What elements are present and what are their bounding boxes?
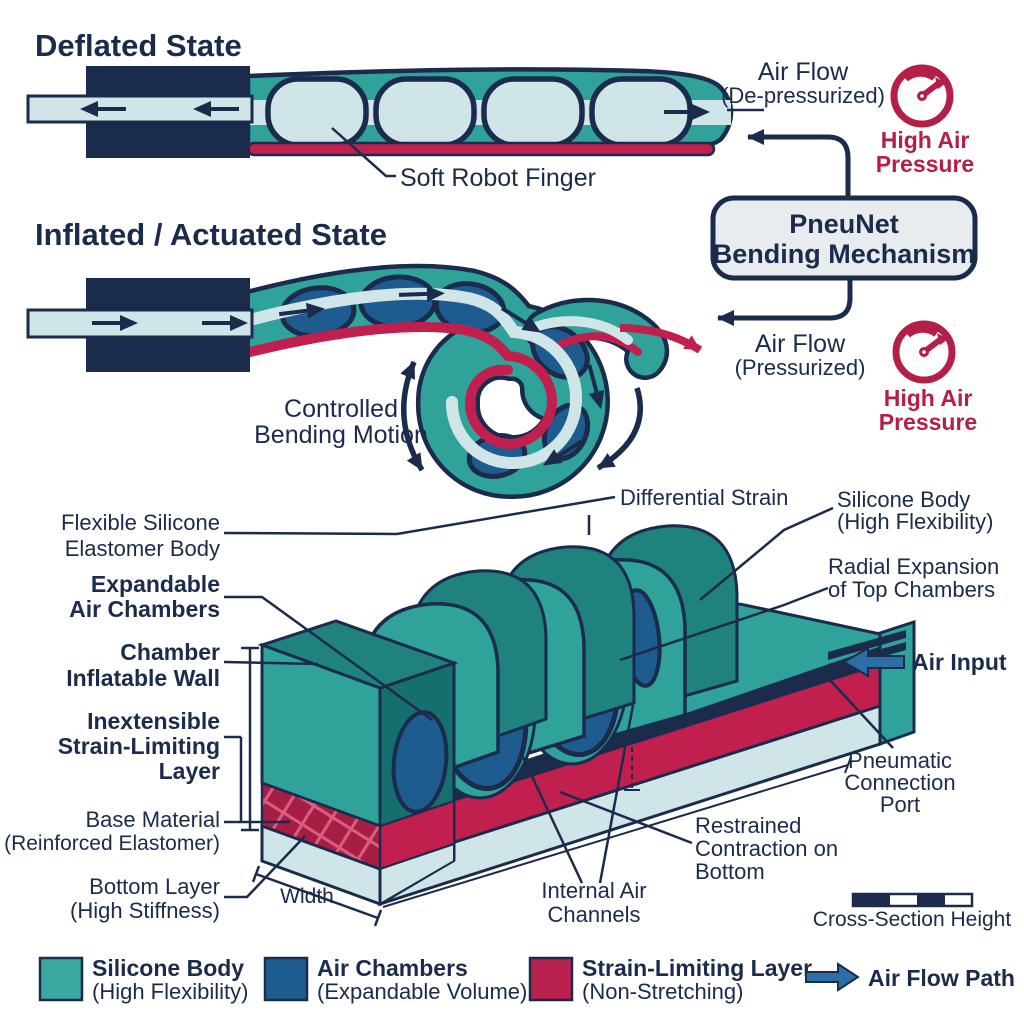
bending-motion-arrow-left — [400, 360, 425, 472]
airflow-subtext: (De-pressurized) — [721, 83, 885, 108]
mechanism-box-subtitle: Bending Mechanism — [713, 239, 976, 269]
tip-strain-layer — [556, 332, 642, 356]
connector-to-deflated — [747, 129, 851, 198]
cross-height-label: Cross-Section Height — [813, 908, 1012, 931]
legend-swatch-silicone — [38, 956, 84, 1002]
block-front-bottom — [260, 823, 382, 907]
pneumatic-port-label: Connection — [844, 770, 955, 795]
legend-airflow-label: Air Flow Path — [868, 965, 1015, 991]
connector-to-inflated — [717, 278, 853, 326]
legend-sublabel: (Non-Stretching) — [582, 979, 743, 1004]
pressure-gauge-icon — [894, 68, 950, 124]
cut-chamber — [391, 710, 449, 814]
cross-section-illustration: Flexible Silicone Elastomer Body Expanda… — [4, 485, 1011, 931]
bottom-layer-label: (High Stiffness) — [70, 898, 220, 923]
mechanism-box-title: PneuNet — [789, 209, 899, 239]
mechanism-box-group: PneuNet Bending Mechanism — [710, 129, 978, 326]
inflated-state-section: Inflated / Actuated State — [26, 217, 977, 499]
inextensible-label: Strain-Limiting — [58, 733, 220, 759]
base-material-label: (Reinforced Elastomer) — [4, 832, 220, 855]
gauge-label: High Air — [881, 127, 970, 153]
inextensible-label: Inextensible — [87, 708, 220, 734]
deflated-title: Deflated State — [35, 28, 242, 63]
chamber-wall-label: Chamber — [120, 639, 220, 665]
pressure-gauge-icon — [896, 324, 952, 380]
inflated-title: Inflated / Actuated State — [35, 217, 387, 252]
tip-air-channel — [523, 316, 633, 345]
gauge-label: High Air — [884, 385, 973, 411]
air-input-label: Air Input — [912, 649, 1007, 675]
deflated-strain-layer — [246, 141, 716, 157]
gauge-label: Pressure — [876, 151, 974, 177]
inflated-finger-illustration — [26, 263, 703, 499]
chamber-wall-label: Inflatable Wall — [66, 665, 220, 691]
airflow-text: Air Flow — [758, 58, 849, 86]
inflated-airflow-label: Air Flow (Pressurized) — [735, 330, 866, 380]
restrained-label: Contraction on — [695, 836, 838, 861]
air-channel-slot — [828, 630, 906, 660]
legend-swatch-strain — [528, 956, 574, 1002]
flexible-body-label: Elastomer Body — [65, 536, 220, 561]
radial-expansion-label: of Top Chambers — [828, 577, 995, 602]
silicone-body-label: Silicone Body — [837, 487, 970, 512]
legend-label: Silicone Body — [92, 955, 244, 981]
inflated-strain-layer — [245, 321, 558, 450]
legend-label: Air Chambers — [317, 955, 468, 981]
deflated-finger-illustration — [26, 66, 764, 178]
airflow-subtext: (Pressurized) — [735, 355, 866, 380]
width-label: Width — [280, 885, 334, 908]
deflated-state-section: Deflated State Soft Robot Finger Air Flo… — [26, 28, 974, 192]
legend-sublabel: (Expandable Volume) — [317, 979, 527, 1004]
legend-label: Strain-Limiting Layer — [582, 955, 812, 981]
base-material-label: Base Material — [85, 807, 220, 832]
high-pressure-indicator-bottom: High Air Pressure — [879, 324, 977, 435]
differential-strain-label: Differential Strain — [620, 485, 788, 510]
finger-label-connector — [331, 127, 396, 178]
legend-sublabel: (High Flexibility) — [92, 979, 248, 1004]
bottom-layer-label: Bottom Layer — [89, 874, 220, 899]
radial-expansion-label: Radial Expansion — [828, 554, 999, 579]
dimension-lines — [239, 646, 852, 927]
restrained-label: Restrained — [695, 813, 801, 838]
inextensible-label: Layer — [159, 758, 220, 784]
internal-channels-label: Internal Air — [541, 878, 646, 903]
cut-block — [257, 619, 459, 907]
bending-motion-arrow-right — [596, 387, 643, 471]
deflated-airflow-label: Air Flow (De-pressurized) — [721, 58, 885, 108]
airflow-path-arrow-icon — [805, 962, 860, 992]
expandable-chambers-label: Expandable — [91, 571, 220, 597]
mechanism-box — [710, 195, 978, 281]
legend: Silicone Body (High Flexibility) Air Cha… — [38, 955, 1015, 1004]
pneumatic-port-label: Pneumatic — [848, 748, 952, 773]
gauge-label: Pressure — [879, 409, 977, 435]
internal-channels-label: Channels — [548, 902, 641, 927]
silicone-body-label: (High Flexibility) — [837, 509, 993, 534]
air-input-arrow — [842, 646, 905, 678]
bending-text: Bending Motion — [254, 421, 428, 449]
legend-swatch-chambers — [263, 956, 309, 1002]
airflow-text: Air Flow — [755, 330, 846, 358]
cross-section-labels: Flexible Silicone Elastomer Body Expanda… — [4, 485, 1011, 931]
soft-robot-finger-label: Soft Robot Finger — [400, 164, 596, 192]
restrained-label: Bottom — [695, 859, 765, 884]
flexible-body-label: Flexible Silicone — [61, 510, 220, 535]
pneumatic-port-label: Port — [880, 792, 920, 817]
pressurized-airflow-arrow — [619, 324, 703, 354]
expandable-chambers-label: Air Chambers — [69, 596, 220, 622]
label-connectors — [223, 495, 894, 899]
high-pressure-indicator-top: High Air Pressure — [876, 68, 974, 177]
bending-motion-label: Controlled Bending Motion — [254, 395, 428, 449]
scale-bar — [851, 892, 974, 908]
bending-text: Controlled — [284, 395, 398, 423]
